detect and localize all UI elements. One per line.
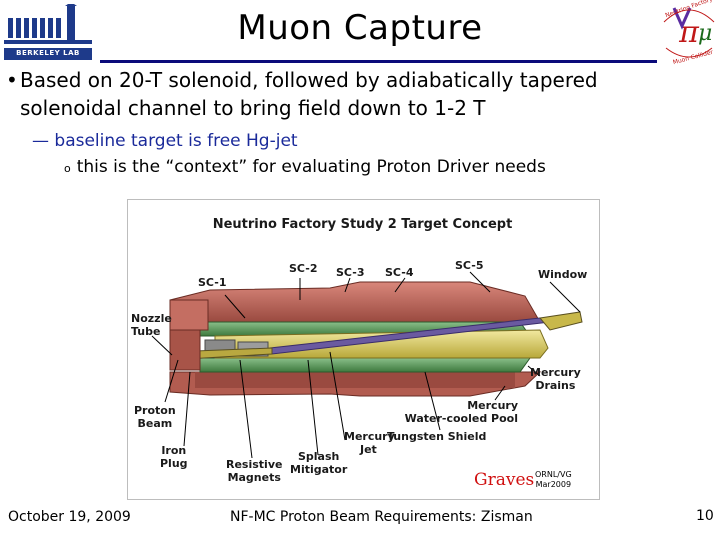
leader-sc5 bbox=[469, 271, 491, 293]
label-nozzle-line2: Tube bbox=[131, 325, 161, 338]
label-proton-line2: Beam bbox=[137, 417, 173, 430]
sub-bullet-dash: — bbox=[32, 131, 55, 151]
credit-small-line2: Mar2009 bbox=[535, 480, 572, 489]
label-iron-plug: Iron Plug bbox=[160, 444, 188, 470]
nf-mc-logo-graphic: π μ bbox=[663, 7, 715, 58]
label-sc4: SC-4 bbox=[385, 266, 414, 279]
iron-plug bbox=[169, 329, 201, 371]
slide-title: Muon Capture bbox=[237, 8, 483, 48]
label-window: Window bbox=[538, 268, 588, 281]
label-splash-mitigator: Splash Mitigator bbox=[290, 450, 347, 476]
leader-drains bbox=[527, 365, 541, 377]
leader-splash bbox=[307, 359, 319, 456]
tungsten-shield-lower bbox=[199, 357, 531, 373]
leader-proton bbox=[164, 359, 179, 403]
label-nozzle-line1: Nozzle bbox=[131, 312, 172, 325]
label-mercury-pool: Mercury Water-cooled Pool bbox=[398, 399, 518, 425]
nf-mc-logo: π μ Neutrino Factory Muon Collider bbox=[660, 0, 718, 66]
window bbox=[539, 311, 583, 331]
label-resistive-line1: Resistive bbox=[226, 458, 283, 471]
label-drains-line2: Drains bbox=[535, 379, 576, 392]
berkeley-lab-logo-text: BERKELEY LAB bbox=[16, 49, 80, 57]
label-proton-beam: Proton Beam bbox=[134, 404, 176, 430]
label-jet-line2: Jet bbox=[360, 443, 377, 456]
figure-credit-small: ORNL/VG Mar2009 bbox=[535, 470, 572, 490]
leader-sc3 bbox=[344, 277, 351, 293]
label-mercury-drains: Mercury Drains bbox=[530, 366, 581, 392]
sub-bullet: — baseline target is free Hg-jet bbox=[32, 131, 298, 151]
label-sc5: SC-5 bbox=[455, 259, 484, 272]
label-sc1: SC-1 bbox=[198, 276, 227, 289]
label-drains-line1: Mercury bbox=[530, 366, 581, 379]
label-pool-line2: Water-cooled Pool bbox=[404, 412, 518, 425]
label-nozzle-tube: Nozzle Tube bbox=[131, 312, 172, 338]
label-mercury-jet: Mercury Jet bbox=[344, 430, 395, 456]
leader-sc1 bbox=[224, 294, 246, 319]
leader-resistive bbox=[239, 359, 253, 459]
leader-pool bbox=[494, 385, 506, 401]
label-iron-line1: Iron bbox=[161, 444, 187, 457]
sub-sub-bullet: o this is the “context” for evaluating Pr… bbox=[64, 157, 546, 177]
label-tungsten-shield: Tungsten Shield bbox=[387, 430, 487, 443]
label-splash-line1: Splash bbox=[297, 450, 340, 463]
label-splash-line2: Mitigator bbox=[290, 463, 348, 476]
label-jet-line1: Mercury bbox=[344, 430, 395, 443]
footer-center-text: NF-MC Proton Beam Requirements: Zisman bbox=[230, 509, 533, 525]
bullet-line-2: solenoidal channel to bring field down t… bbox=[20, 96, 486, 120]
footer-date: October 19, 2009 bbox=[8, 509, 131, 525]
leader-iron bbox=[183, 371, 191, 447]
sub-sub-bullet-text: this is the “context” for evaluating Pro… bbox=[76, 157, 546, 177]
bullet-main: •Based on 20-T solenoid, followed by adi… bbox=[6, 66, 718, 122]
sub-sub-bullet-marker: o bbox=[64, 162, 71, 175]
leader-jet bbox=[329, 351, 346, 441]
sub-bullet-text: baseline target is free Hg-jet bbox=[54, 131, 298, 151]
credit-small-line1: ORNL/VG bbox=[535, 470, 572, 479]
berkeley-lab-logo-graphic bbox=[4, 4, 92, 60]
cryostat-lower-band bbox=[195, 372, 515, 388]
leader-window bbox=[549, 281, 581, 313]
bullet-line-1: Based on 20-T solenoid, followed by adia… bbox=[20, 68, 598, 92]
figure-title: Neutrino Factory Study 2 Target Concept bbox=[212, 217, 513, 232]
leader-tungsten bbox=[424, 371, 441, 431]
label-iron-line2: Plug bbox=[160, 457, 188, 470]
label-proton-line1: Proton bbox=[134, 404, 176, 417]
label-sc2: SC-2 bbox=[289, 262, 318, 275]
leader-sc4 bbox=[394, 277, 406, 293]
left-magnet-block bbox=[169, 299, 209, 331]
title-underline bbox=[100, 60, 657, 63]
bullet-dot: • bbox=[6, 68, 18, 92]
label-sc3: SC-3 bbox=[336, 266, 365, 279]
label-resistive-magnets: Resistive Magnets bbox=[226, 458, 282, 484]
leader-nozzle bbox=[151, 335, 173, 356]
label-pool-line1: Mercury bbox=[467, 399, 518, 412]
label-resistive-line2: Magnets bbox=[227, 471, 281, 484]
berkeley-lab-logo: BERKELEY LAB bbox=[2, 4, 94, 64]
figure-credit: Graves bbox=[474, 470, 535, 490]
page-number: 10 bbox=[696, 508, 714, 524]
svg-text:μ: μ bbox=[698, 21, 712, 46]
